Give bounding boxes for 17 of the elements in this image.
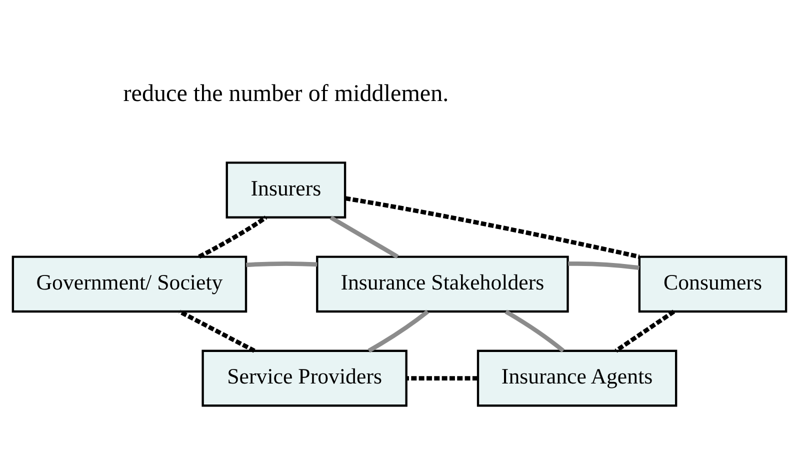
- connector: [368, 309, 430, 352]
- node-box: Consumers: [638, 255, 788, 312]
- node-box: Government/ Society: [12, 255, 248, 312]
- connector: [406, 376, 478, 380]
- connector: [246, 260, 318, 267]
- connector: [568, 260, 640, 270]
- connector: [178, 309, 256, 352]
- node-box: Insurance Stakeholders: [316, 255, 569, 312]
- connector: [330, 215, 399, 258]
- node-box: Service Providers: [202, 349, 408, 406]
- node-box: Insurance Agents: [476, 349, 678, 406]
- connector: [614, 309, 676, 352]
- connector: [344, 196, 640, 258]
- connector: [504, 309, 565, 352]
- connector: [198, 215, 268, 258]
- node-box: Insurers: [226, 161, 346, 218]
- label: reduce the number of middlemen.: [123, 80, 449, 106]
